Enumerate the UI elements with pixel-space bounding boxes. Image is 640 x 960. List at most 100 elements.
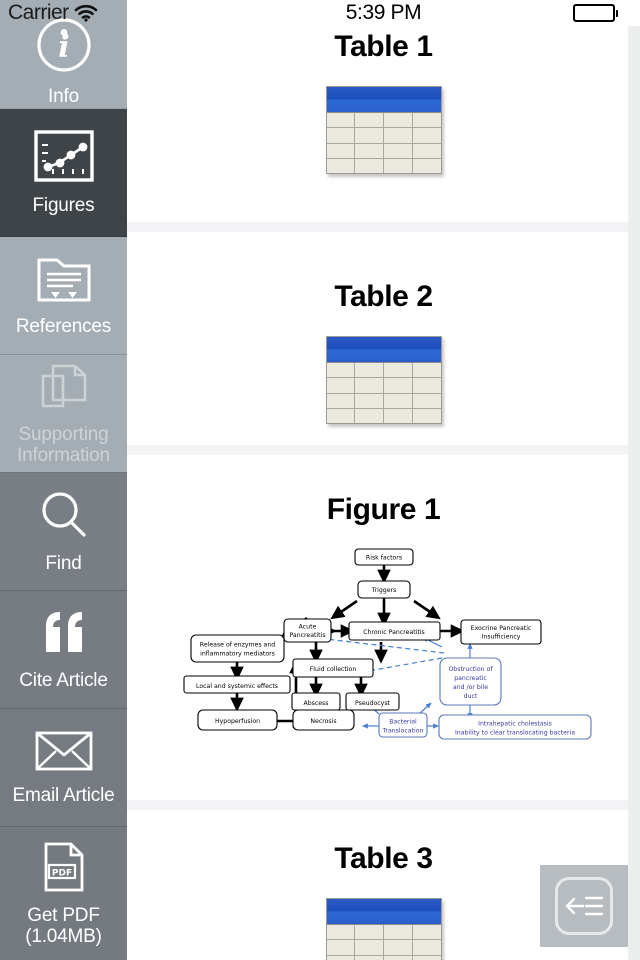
- node-acute-pancreatitis: Acute Pancreatitis: [282, 618, 332, 643]
- table-cell: [413, 940, 441, 954]
- pdf-file-icon: PDF: [40, 841, 88, 898]
- chart-line-icon: [33, 129, 95, 188]
- sidebar-item-email-article[interactable]: Email Article: [0, 709, 127, 827]
- svg-text:Risk factors: Risk factors: [365, 555, 401, 562]
- node-release-of-enzymes: Release of enzymes and inflammatory medi…: [189, 634, 285, 663]
- table-cell: [384, 128, 413, 143]
- table-thumbnail[interactable]: [325, 86, 442, 174]
- figure-thumbnail[interactable]: Risk factors Triggers Acute Pancreatitis: [127, 545, 640, 770]
- scroll-edge-strip: [628, 0, 640, 960]
- table-cell: [413, 113, 441, 127]
- sidebar-item-figures[interactable]: Figures: [0, 109, 127, 237]
- table-row: [326, 128, 441, 144]
- node-abscess: Abscess: [290, 692, 341, 711]
- table-row: [327, 955, 441, 960]
- table-cell: [327, 158, 356, 173]
- table-cell: [327, 393, 356, 408]
- arrow-left-list-icon: [555, 877, 613, 935]
- sidebar-item-references[interactable]: References: [0, 237, 127, 355]
- svg-text:Local and systemic effects: Local and systemic effects: [196, 683, 278, 690]
- node-triggers: Triggers: [356, 580, 411, 599]
- documents-copy-icon: [37, 362, 91, 417]
- node-exocrine-pancreatic-insufficiency: Exocrine Pancreatic Insufficiency: [459, 619, 542, 645]
- pancreatitis-flow-diagram: Risk factors Triggers Acute Pancreatitis: [182, 548, 592, 740]
- sidebar-item-label: Find: [45, 553, 82, 574]
- table-cell: [384, 955, 413, 960]
- table-cell: [384, 113, 413, 128]
- sidebar-item-label: Cite Article: [19, 670, 108, 691]
- svg-text:Pancreatitis: Pancreatitis: [289, 632, 325, 639]
- svg-text:Translocation: Translocation: [381, 728, 423, 735]
- table-row: [326, 113, 441, 129]
- table-row: [326, 378, 441, 394]
- svg-text:Hypoperfusion: Hypoperfusion: [214, 718, 259, 725]
- figures-scroll-list[interactable]: Table 1 Table 2: [127, 0, 640, 960]
- svg-text:Triggers: Triggers: [370, 587, 396, 594]
- table-cell: [384, 408, 413, 423]
- svg-text:Chronic Pancreatitis: Chronic Pancreatitis: [363, 629, 425, 636]
- svg-text:Insufficiency: Insufficiency: [481, 634, 520, 641]
- sidebar-item-label-line2: (1.04MB): [25, 925, 102, 947]
- node-obstruction-of-pancreatic-duct: Obstruction of pancreatic and /or bile d…: [438, 657, 502, 706]
- sidebar-item-find[interactable]: Find: [0, 473, 127, 591]
- svg-text:Exocrine Pancreatic: Exocrine Pancreatic: [470, 625, 531, 632]
- table-cell: [413, 409, 441, 423]
- node-chronic-pancreatitis: Chronic Pancreatitis: [347, 621, 441, 641]
- table-cell: [355, 925, 384, 940]
- folder-lines-icon: [35, 254, 93, 309]
- table-thumbnail-header: [326, 87, 441, 113]
- svg-text:Intrahepatic cholestasis: Intrahepatic cholestasis: [478, 721, 552, 728]
- node-risk-factors: Risk factors: [353, 548, 414, 566]
- sidebar: i Info: [0, 0, 127, 960]
- node-local-and-systemic-effects: Local and systemic effects: [182, 675, 291, 694]
- figure-card-table-2[interactable]: Table 2: [127, 232, 640, 445]
- sidebar-item-label: Supporting Information: [17, 423, 110, 466]
- table-thumbnail[interactable]: [325, 898, 442, 960]
- table-row: [326, 940, 441, 956]
- table-cell: [355, 143, 384, 158]
- table-cell: [355, 408, 384, 423]
- table-thumbnail-header: [326, 899, 441, 925]
- table-cell: [355, 955, 384, 960]
- page-title: Figure 1: [326, 493, 441, 526]
- sidebar-item-get-pdf[interactable]: PDF Get PDF (1.04MB): [0, 827, 127, 960]
- node-intrahepatic-cholestasis: Intrahepatic cholestasis Inability to cl…: [437, 714, 592, 740]
- table-cell: [355, 128, 384, 143]
- table-thumbnail-header: [326, 337, 441, 363]
- table-row: [326, 925, 441, 941]
- sidebar-item-supporting-information[interactable]: Supporting Information: [0, 355, 127, 473]
- hide-sidebar-button[interactable]: [540, 865, 628, 947]
- svg-text:pancreatic: pancreatic: [454, 675, 487, 682]
- table-cell: [413, 956, 441, 960]
- table-cell: [327, 143, 356, 158]
- table-row: [326, 143, 441, 159]
- svg-text:i: i: [58, 30, 69, 65]
- table-cell: [327, 378, 356, 393]
- table-cell: [327, 940, 356, 955]
- clock-label: 5:39 PM: [345, 1, 422, 24]
- svg-text:inflammatory mediators: inflammatory mediators: [200, 651, 275, 658]
- table-cell: [327, 363, 356, 378]
- battery-body: [573, 4, 615, 22]
- svg-text:Inability to clear translocati: Inability to clear translocating bacteri…: [454, 730, 574, 737]
- node-bacterial-translocation: Bacterial Translocation: [377, 712, 428, 738]
- table-cell: [355, 363, 384, 378]
- svg-text:Necrosis: Necrosis: [310, 718, 336, 725]
- page-title: Table 2: [334, 280, 433, 313]
- table-cell: [384, 925, 413, 940]
- table-cell: [327, 925, 356, 940]
- svg-text:Release of enzymes and: Release of enzymes and: [199, 642, 274, 649]
- svg-text:duct: duct: [463, 693, 477, 700]
- figure-card-table-1[interactable]: Table 1: [127, 0, 640, 222]
- sidebar-item-info[interactable]: i Info: [0, 0, 127, 109]
- table-cell: [327, 955, 356, 960]
- node-fluid-collection: Fluid collection: [291, 658, 374, 678]
- table-cell: [384, 378, 413, 393]
- table-cell: [413, 159, 441, 173]
- table-thumbnail[interactable]: [325, 336, 442, 424]
- svg-text:Pseudocyst: Pseudocyst: [354, 700, 390, 707]
- figure-card-figure-1[interactable]: Figure 1: [127, 455, 640, 800]
- table-cell: [355, 378, 384, 393]
- sidebar-item-cite-article[interactable]: Cite Article: [0, 591, 127, 709]
